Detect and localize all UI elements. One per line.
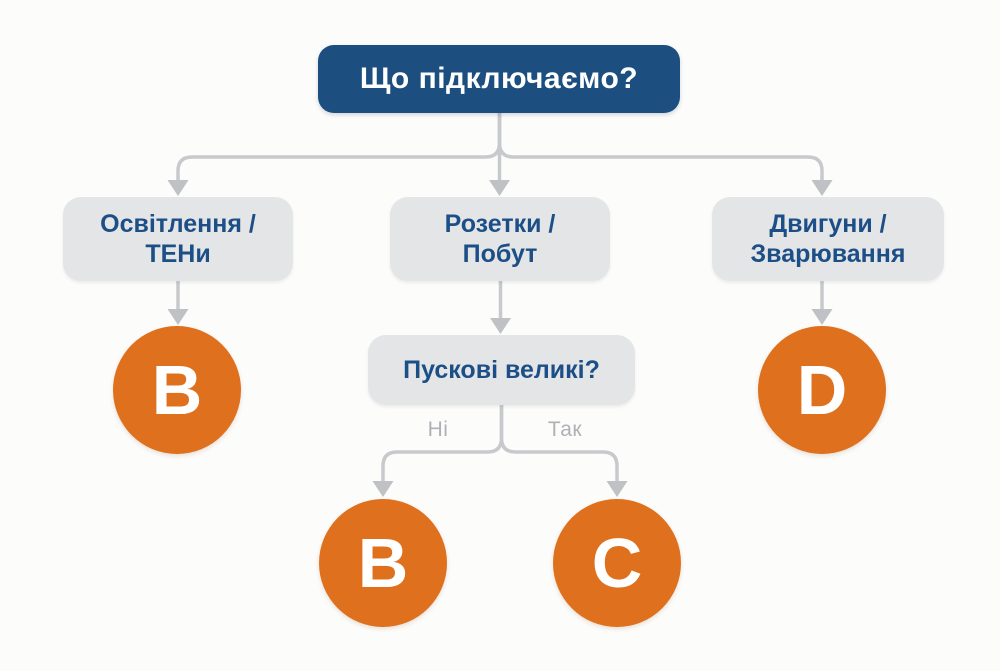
branch-box-motors-welding-label: Двигуни / Зварювання: [750, 209, 906, 269]
result-circle-c-sockets: C: [553, 499, 681, 627]
result-circle-b-lighting: B: [113, 326, 241, 454]
branch-box-sockets-household-label: Розетки / Побут: [444, 209, 556, 269]
arrowhead-to-left-box: [167, 180, 189, 196]
result-letter: B: [357, 524, 409, 602]
arrowhead-to-circle-b1: [167, 309, 189, 325]
arrowhead-to-middle-box: [489, 180, 510, 196]
branch-box-sockets-household: Розетки / Побут: [390, 197, 610, 281]
result-letter: D: [796, 351, 848, 429]
branch-box-lighting-heaters: Освітлення / ТЕНи: [63, 197, 293, 281]
result-circle-d-motors: D: [758, 326, 886, 454]
root-question-label: Що підключаємо?: [359, 62, 639, 95]
branch-box-lighting-heaters-label: Освітлення / ТЕНи: [100, 209, 256, 269]
result-circle-b-sockets: B: [319, 499, 447, 627]
edge-label-yes: Так: [547, 418, 583, 441]
edge-question-yes-to-circle-c: [499, 405, 619, 481]
arrowhead-to-right-box: [811, 180, 833, 196]
edge-label-no: Ні: [427, 418, 449, 441]
question-box-inrush-current: Пускові великі?: [368, 335, 635, 405]
arrowhead-to-circle-b2: [372, 481, 394, 497]
arrowhead-to-circle-d: [811, 309, 833, 325]
arrowhead-to-circle-c: [606, 481, 628, 497]
edge-root-to-left-box: [176, 113, 502, 180]
edge-root-to-right-box: [497, 113, 824, 180]
result-letter: B: [151, 351, 203, 429]
root-question-box: Що підключаємо?: [318, 45, 680, 113]
arrowhead-to-question-box: [490, 318, 511, 334]
branch-box-motors-welding: Двигуни / Зварювання: [712, 197, 944, 281]
edge-question-no-to-circle-b: [381, 405, 504, 481]
result-letter: C: [591, 524, 643, 602]
question-box-label: Пускові великі?: [403, 355, 600, 384]
